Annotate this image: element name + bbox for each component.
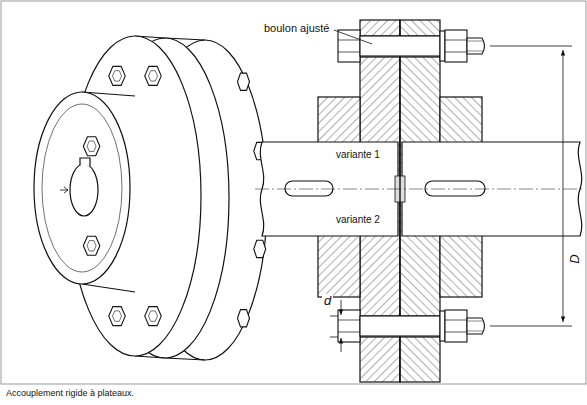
caption: Accouplement rigide à plateaux. [6, 389, 134, 399]
dimension-D [490, 46, 572, 326]
part-label: boulon ajusté [262, 22, 331, 34]
coupling-view [34, 36, 267, 360]
dimension-label: D [568, 252, 582, 265]
frame [1, 1, 586, 384]
variant-label: variante 1 [334, 149, 382, 160]
fitted-bolts [338, 30, 485, 342]
bolt-heads [83, 66, 265, 327]
leader-line [334, 30, 372, 44]
coupling-section [255, 20, 585, 382]
dimension-label: d [322, 294, 333, 308]
variant-label: variante 2 [334, 214, 382, 225]
